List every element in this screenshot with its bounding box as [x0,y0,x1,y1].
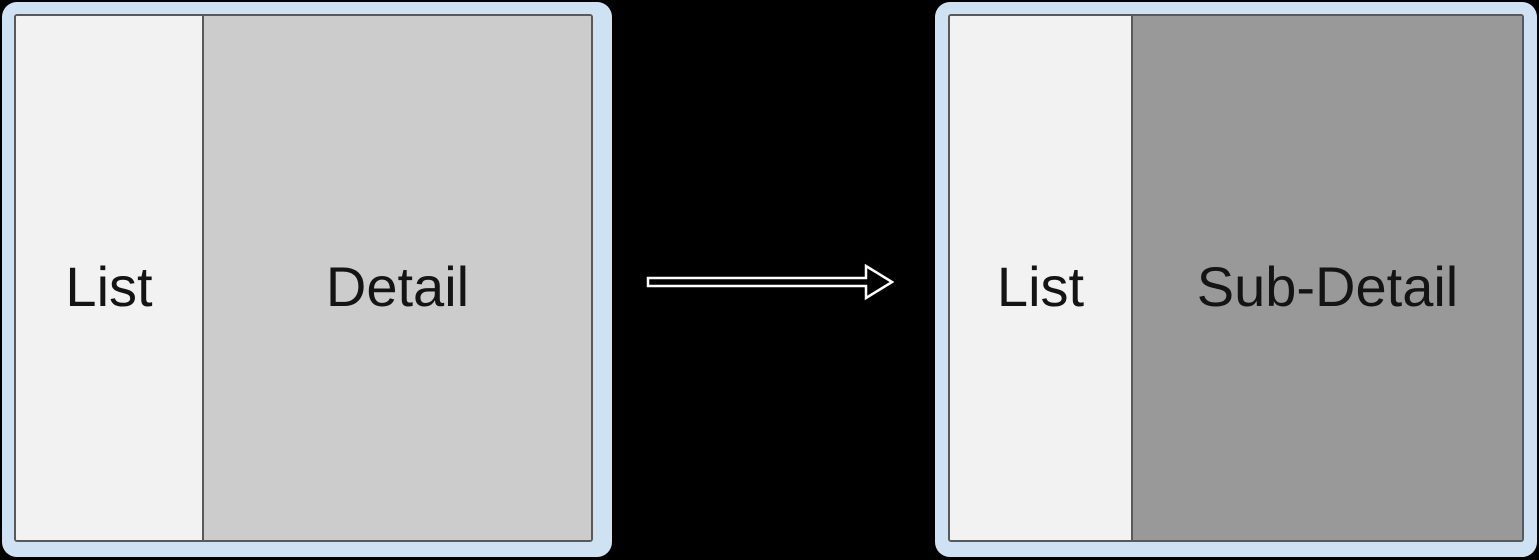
pane-detail: Detail [202,16,591,540]
device-frame-before: List Detail [2,2,612,557]
pane-sub-detail: Sub-Detail [1131,16,1522,540]
pane-list-before-label: List [65,255,153,318]
pane-list-before: List [16,16,202,540]
screen-before: List Detail [14,14,593,542]
transition-arrow-icon [646,263,895,301]
device-frame-after: List Sub-Detail [935,2,1537,557]
pane-sub-detail-label: Sub-Detail [1196,255,1459,318]
pane-detail-label: Detail [325,255,470,318]
screen-after: List Sub-Detail [948,14,1524,542]
pane-list-after-label: List [996,255,1085,318]
pane-list-after: List [950,16,1131,540]
